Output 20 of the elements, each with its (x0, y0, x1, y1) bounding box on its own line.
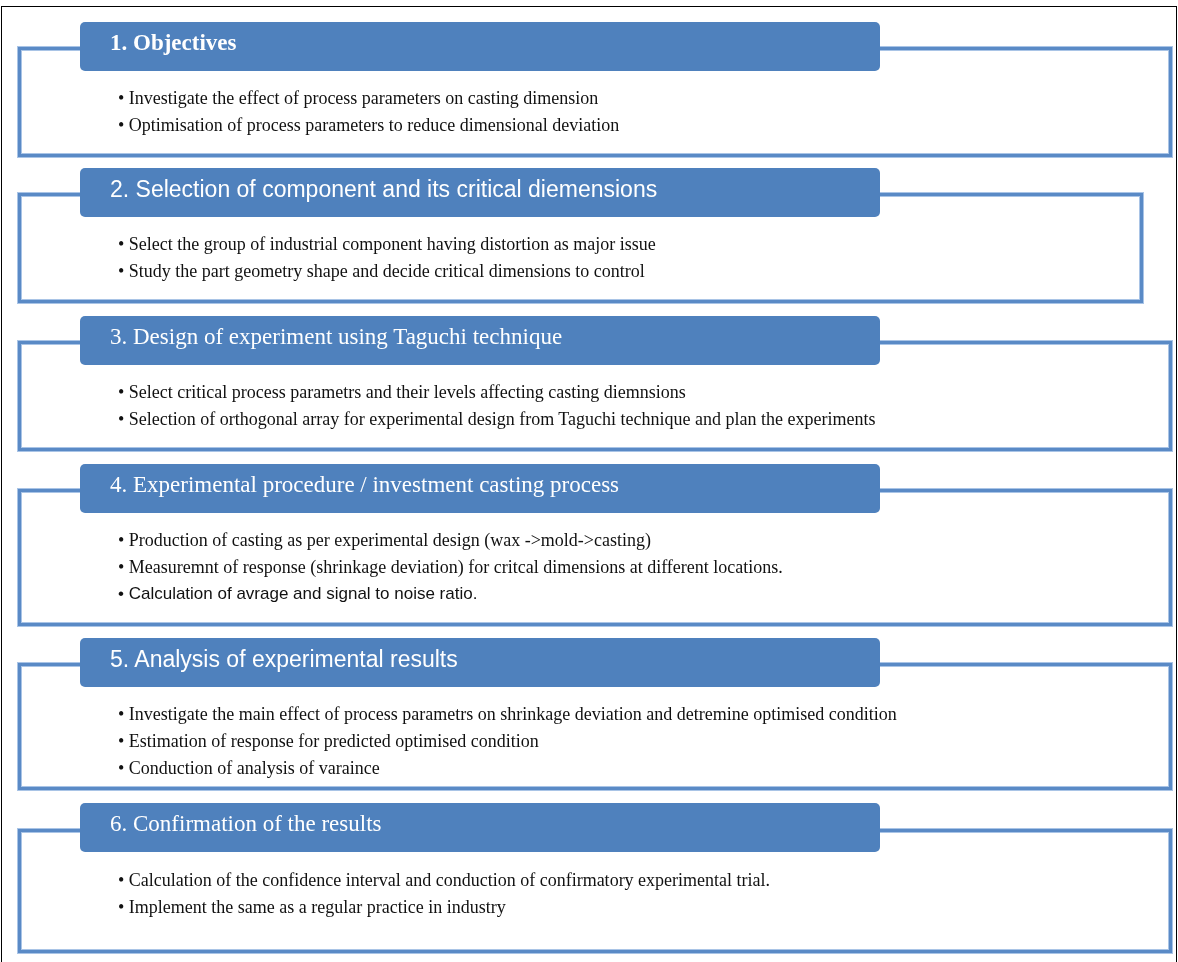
section-heading: 6. Confirmation of the results (80, 803, 880, 852)
bullet-item: • Estimation of response for predicted optimised condition (118, 731, 539, 752)
section-heading: 1. Objectives (80, 22, 880, 71)
bullet-item: • Implement the same as a regular practice in industry (118, 897, 506, 918)
bullet-item: • Investigate the main effect of process parametrs on shrinkage deviation and detremine optimised condition (118, 704, 897, 725)
bullet-item: • Calculation of the confidence interval and conduction of confirmatory experimental trial. (118, 870, 771, 891)
bullet-item: • Select critical process parametrs and their levels affecting casting diemnsions (118, 382, 686, 403)
bullet-item: • Study the part geometry shape and decide critical dimensions to control (118, 261, 645, 282)
bullet-item: • Investigate the effect of process parameters on casting dimension (118, 88, 599, 109)
bullet-item: • Selection of orthogonal array for experimental design from Taguchi technique and plan the experiments (118, 409, 876, 430)
bullet-item: • Conduction of analysis of varaince (118, 758, 380, 779)
bullet-item: • Calculation of avrage and signal to noise ratio. (118, 584, 478, 604)
section-heading: 5. Analysis of experimental results (80, 638, 880, 687)
section-heading: 2. Selection of component and its critical diemensions (80, 168, 880, 217)
bullet-item: • Select the group of industrial component having distortion as major issue (118, 234, 656, 255)
section-heading: 4. Experimental procedure / investment casting process (80, 464, 880, 513)
section-heading: 3. Design of experiment using Taguchi technique (80, 316, 880, 365)
bullet-item: • Optimisation of process parameters to reduce dimensional deviation (118, 115, 620, 136)
bullet-item: • Measuremnt of response (shrinkage deviation) for critcal dimensions at different locations. (118, 557, 783, 578)
bullet-item: • Production of casting as per experimental design (wax ->mold->casting) (118, 530, 651, 551)
